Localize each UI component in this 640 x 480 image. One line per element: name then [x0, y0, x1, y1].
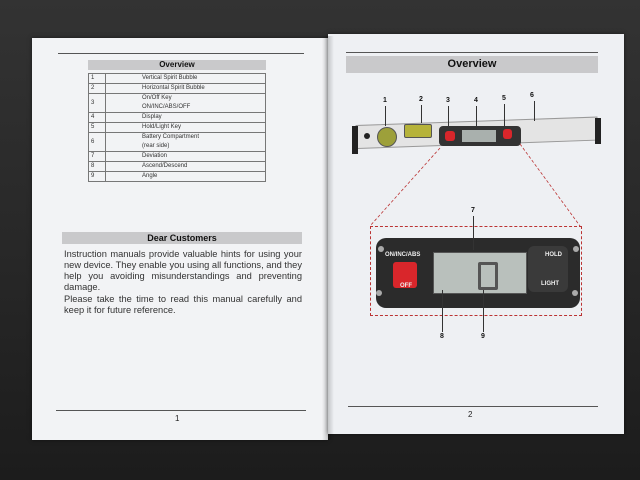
hold-light-key [528, 246, 568, 292]
screw-bottom-right [572, 290, 578, 296]
screw-top-right [573, 246, 579, 252]
light-label: LIGHT [541, 281, 559, 287]
leader-2 [421, 105, 422, 123]
part-description: Battery Compartment (rear side) [105, 132, 266, 152]
callout-4: 4 [474, 97, 478, 104]
right-top-rule [346, 52, 598, 53]
small-hold-key [503, 129, 512, 139]
leader-8 [442, 290, 443, 332]
right-overview-title: Overview [346, 56, 598, 73]
dear-customers-title: Dear Customers [62, 232, 302, 244]
callout-7: 7 [471, 207, 475, 214]
callout-2: 2 [419, 96, 423, 103]
screw-bottom-left [376, 290, 382, 296]
part-description: Angle [105, 171, 266, 182]
left-overview-title: Overview [88, 60, 266, 70]
level-end-cap-right [595, 118, 601, 144]
callout-3: 3 [446, 97, 450, 104]
screw-top-left [378, 246, 384, 252]
leader-4 [476, 106, 477, 130]
small-onoff-key [445, 131, 455, 141]
leader-5 [504, 104, 505, 128]
lcd-digit [478, 262, 498, 290]
callout-5: 5 [502, 95, 506, 102]
callout-6: 6 [530, 92, 534, 99]
leader-7 [473, 216, 474, 250]
level-end-cap-left [352, 126, 358, 154]
leader-3 [448, 106, 449, 130]
left-page-number: 1 [175, 414, 180, 423]
hold-label: HOLD [545, 252, 562, 258]
callout-9: 9 [481, 333, 485, 340]
book-spine [322, 36, 334, 440]
read-manual-paragraph: Please take the time to read this manual… [64, 294, 302, 315]
callout-8: 8 [440, 333, 444, 340]
right-page [328, 34, 624, 434]
right-bottom-rule [348, 406, 598, 407]
intro-paragraph: Instruction manuals provide valuable hin… [64, 249, 302, 292]
on-inc-abs-label: ON/INC/ABS [385, 252, 421, 258]
left-top-rule [58, 53, 304, 54]
callout-1: 1 [383, 97, 387, 104]
small-display [462, 130, 496, 142]
right-page-number: 2 [468, 410, 473, 419]
horizontal-bubble-vial [404, 124, 432, 138]
leader-6 [534, 101, 535, 121]
left-bottom-rule [56, 410, 306, 411]
zoom-frame [370, 226, 582, 316]
onoff-key [393, 262, 417, 288]
mounting-hole [364, 133, 370, 139]
vertical-bubble-vial [377, 127, 397, 147]
off-label: OFF [400, 283, 412, 289]
leader-1 [385, 106, 386, 126]
leader-9 [483, 290, 484, 332]
